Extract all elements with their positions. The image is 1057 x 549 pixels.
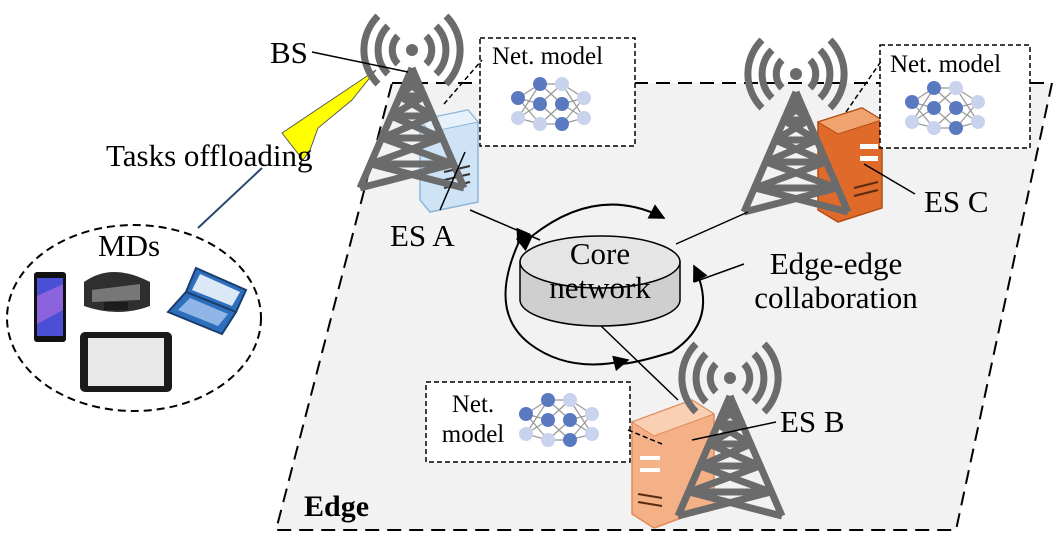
collaboration-line1: Edge-edge [769, 246, 903, 281]
collaboration-line2: collaboration [754, 280, 918, 315]
core-network-line2: network [549, 270, 651, 305]
edge-label: Edge [304, 490, 370, 523]
net-model-box-c [879, 44, 1031, 149]
es-c-label: ES C [924, 184, 989, 219]
smartphone-icon [34, 272, 66, 342]
net-model-label-b-line1: Net. [451, 391, 495, 418]
net-model-label-a: Net. model [492, 43, 604, 70]
net-model-box-b [425, 381, 631, 463]
offload-arrow [281, 69, 377, 161]
vr-headset-icon [84, 272, 150, 312]
net-model-label-b-line2: model [441, 421, 505, 448]
tasks-offloading-label: Tasks offloading [106, 138, 313, 173]
laptop-icon [166, 266, 248, 336]
bs-label: BS [270, 35, 308, 70]
tablet-icon [80, 332, 172, 392]
es-a-label: ES A [390, 218, 455, 253]
net-model-box-a [479, 37, 636, 147]
server-es-c [816, 107, 884, 223]
mds-label: MDs [98, 228, 161, 263]
net-model-label-c: Net. model [890, 51, 1002, 78]
core-network-line1: Core [569, 236, 631, 271]
es-b-label: ES B [780, 404, 845, 439]
